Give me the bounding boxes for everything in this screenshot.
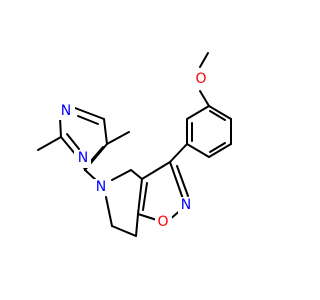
structure-canvas: O N N N N O bbox=[37, 52, 232, 237]
pyrimidine-n1-label: N bbox=[61, 103, 71, 119]
bond-n5-c6 bbox=[105, 196, 113, 227]
bond-pyr-c6-n1-inner bbox=[77, 115, 99, 125]
bond-benzene-6 bbox=[208, 105, 232, 120]
atom-labels: O N N N N O bbox=[58, 71, 209, 231]
bond-c3-n-double bbox=[176, 165, 189, 197]
isoxazole-oxygen-label: O bbox=[157, 214, 168, 230]
bond-c2-methyl bbox=[37, 136, 62, 151]
bond-benzene-3 bbox=[186, 143, 210, 158]
bonds bbox=[37, 52, 232, 237]
bond-pyr-c2-n3-inner bbox=[66, 133, 80, 150]
bond-c7a-c3a-double bbox=[142, 182, 148, 211]
bond-o-aryl bbox=[199, 90, 210, 107]
bond-c5-methyl bbox=[106, 131, 130, 145]
bond-benzene-inner-2 bbox=[209, 142, 226, 153]
bond-c4-n5 bbox=[111, 169, 132, 181]
pyrimidine-n3-label: N bbox=[78, 150, 88, 166]
molecule-structure: O N N N N O bbox=[37, 52, 232, 237]
bond-c3-n bbox=[169, 161, 184, 200]
bond-benzene-inner-3 bbox=[209, 110, 226, 121]
bond-c7a-c3a bbox=[137, 178, 143, 215]
bond-pyr-c5-c6 bbox=[103, 118, 108, 145]
bond-c3a-c3 bbox=[141, 161, 171, 180]
bond-benzene-4 bbox=[208, 143, 232, 158]
bond-c3a-c4 bbox=[130, 169, 143, 180]
bond-pyr-n1-c2 bbox=[59, 117, 62, 138]
bond-pyr-c6-n1 bbox=[74, 107, 105, 120]
methoxy-oxygen-label: O bbox=[195, 71, 206, 87]
isoxazole-nitrogen-label: N bbox=[181, 197, 191, 213]
bond-methyl-o bbox=[199, 52, 209, 68]
bond-aryl-isoxazole bbox=[169, 143, 188, 163]
bond-pyr-c4-c5-inner bbox=[89, 146, 104, 163]
bond-pyr-c2-n3 bbox=[60, 136, 77, 156]
bond-benzene-1 bbox=[186, 105, 210, 120]
bond-c7-c7a bbox=[135, 213, 139, 237]
bond-c6-c7 bbox=[111, 225, 137, 237]
piperidine-nitrogen-label: N bbox=[96, 179, 106, 195]
